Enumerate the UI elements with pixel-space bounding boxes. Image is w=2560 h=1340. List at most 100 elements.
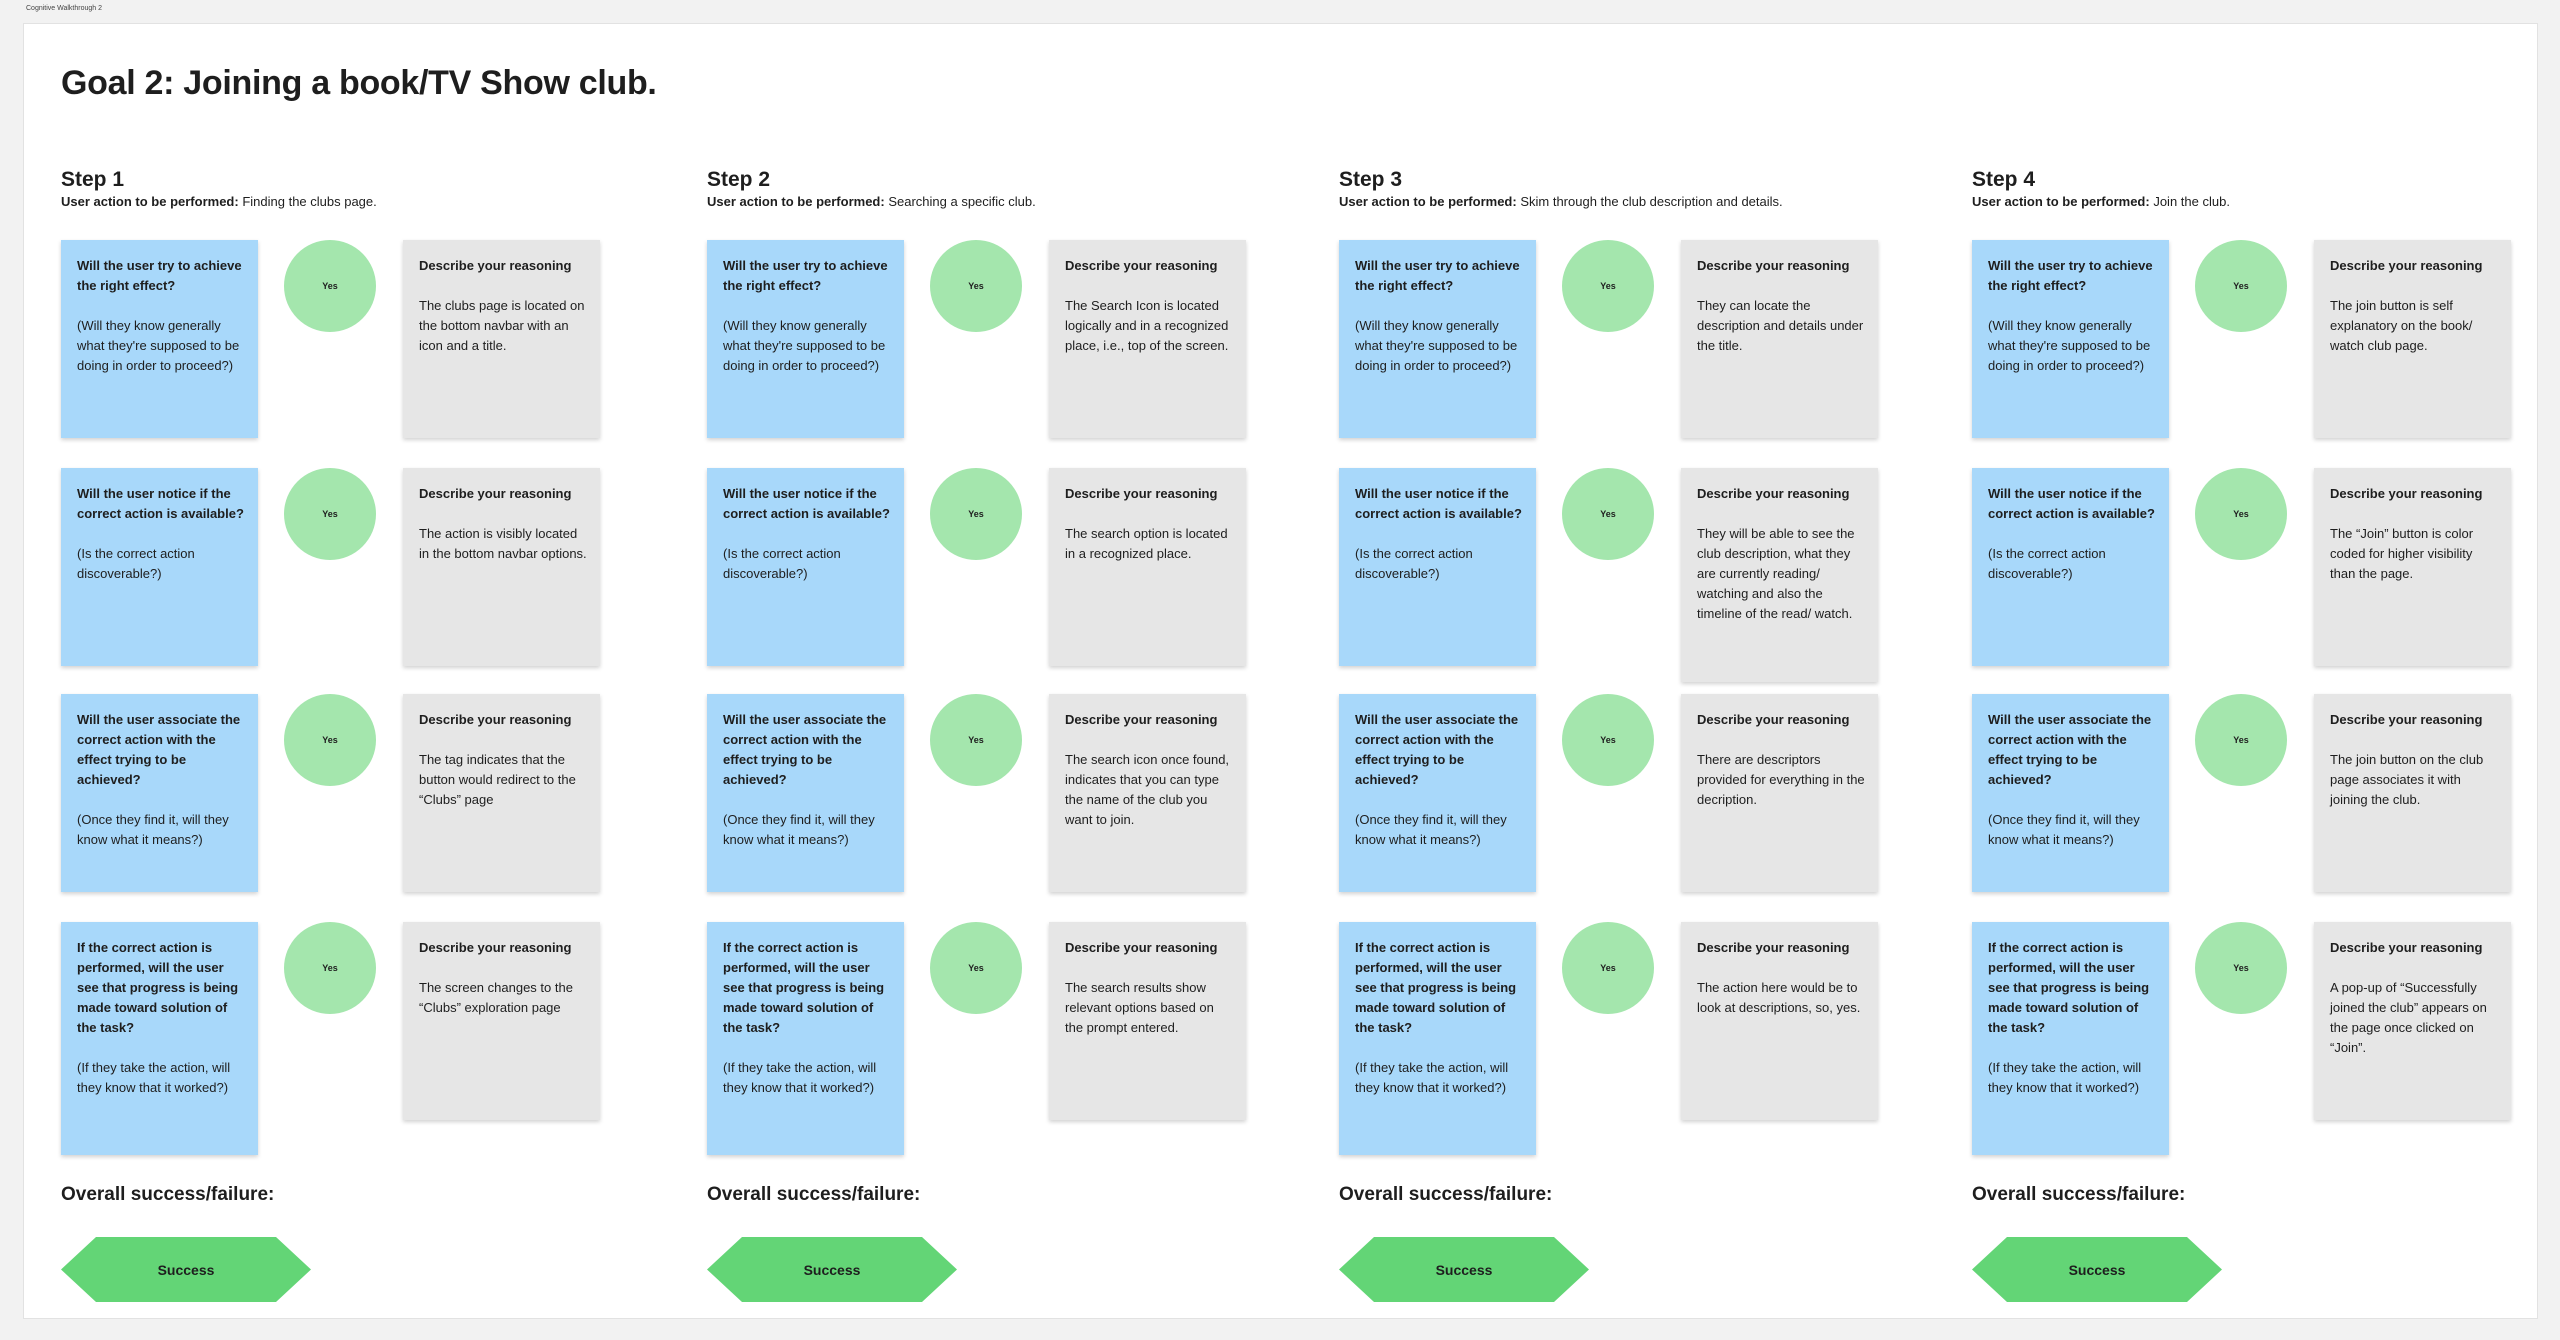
reasoning-text: They will be able to see the club descri… xyxy=(1697,526,1855,621)
reasoning-heading: Describe your reasoning xyxy=(1697,258,1850,273)
question-card: Will the user associate the correct acti… xyxy=(61,694,258,892)
reasoning-text: The search results show relevant options… xyxy=(1065,980,1214,1035)
answer-circle: Yes xyxy=(930,694,1022,786)
question-text: Will the user notice if the correct acti… xyxy=(723,486,890,521)
reasoning-heading: Describe your reasoning xyxy=(1065,486,1218,501)
question-card: Will the user notice if the correct acti… xyxy=(707,468,904,666)
reasoning-heading: Describe your reasoning xyxy=(1697,712,1850,727)
step-title: Step 4 xyxy=(1972,168,2036,191)
user-action-line: User action to be performed: Skim throug… xyxy=(1339,194,1783,209)
question-subtext: (Will they know generally what they're s… xyxy=(1355,318,1518,373)
question-text: Will the user try to achieve the right e… xyxy=(1355,258,1520,293)
question-card: Will the user try to achieve the right e… xyxy=(707,240,904,438)
question-text: Will the user associate the correct acti… xyxy=(1355,712,1519,787)
step-column-3: Step 3 User action to be performed: Skim … xyxy=(1339,144,1939,1314)
question-text: Will the user try to achieve the right e… xyxy=(77,258,242,293)
question-card: If the correct action is performed, will… xyxy=(1339,922,1536,1155)
question-text: Will the user associate the correct acti… xyxy=(723,712,887,787)
question-text: Will the user notice if the correct acti… xyxy=(77,486,244,521)
reasoning-text: The clubs page is located on the bottom … xyxy=(419,298,585,353)
reasoning-text: The screen changes to the “Clubs” explor… xyxy=(419,980,573,1015)
answer-circle: Yes xyxy=(284,694,376,786)
question-text: Will the user notice if the correct acti… xyxy=(1355,486,1522,521)
answer-circle: Yes xyxy=(1562,240,1654,332)
question-card: Will the user associate the correct acti… xyxy=(707,694,904,892)
answer-circle: Yes xyxy=(2195,922,2287,1014)
question-subtext: (Once they find it, will they know what … xyxy=(77,812,229,847)
overall-result-label: Overall success/failure: xyxy=(61,1184,275,1205)
reasoning-heading: Describe your reasoning xyxy=(1697,940,1850,955)
answer-circle: Yes xyxy=(2195,468,2287,560)
answer-circle: Yes xyxy=(1562,694,1654,786)
answer-circle: Yes xyxy=(284,240,376,332)
question-card: Will the user associate the correct acti… xyxy=(1972,694,2169,892)
question-card: Will the user try to achieve the right e… xyxy=(1339,240,1536,438)
success-badge: Success xyxy=(707,1237,957,1302)
goal-title: Goal 2: Joining a book/TV Show club. xyxy=(61,64,657,102)
reasoning-text: The “Join” button is color coded for hig… xyxy=(2330,526,2474,581)
user-action-line: User action to be performed: Join the cl… xyxy=(1972,194,2230,209)
reasoning-text: They can locate the description and deta… xyxy=(1697,298,1864,353)
user-action-label: User action to be performed: xyxy=(707,194,885,209)
user-action-label: User action to be performed: xyxy=(1339,194,1517,209)
user-action-line: User action to be performed: Searching a… xyxy=(707,194,1036,209)
question-text: Will the user associate the correct acti… xyxy=(77,712,241,787)
reasoning-heading: Describe your reasoning xyxy=(419,486,572,501)
answer-circle: Yes xyxy=(930,922,1022,1014)
question-subtext: (If they take the action, will they know… xyxy=(723,1060,877,1095)
question-text: Will the user notice if the correct acti… xyxy=(1988,486,2155,521)
question-text: If the correct action is performed, will… xyxy=(723,940,885,1035)
reasoning-heading: Describe your reasoning xyxy=(2330,486,2483,501)
user-action-text: Searching a specific club. xyxy=(888,194,1036,209)
question-card: Will the user try to achieve the right e… xyxy=(1972,240,2169,438)
reasoning-heading: Describe your reasoning xyxy=(1065,258,1218,273)
question-card: Will the user associate the correct acti… xyxy=(1339,694,1536,892)
question-subtext: (If they take the action, will they know… xyxy=(1988,1060,2142,1095)
reasoning-heading: Describe your reasoning xyxy=(419,258,572,273)
reasoning-text: There are descriptors provided for every… xyxy=(1697,752,1865,807)
question-subtext: (Once they find it, will they know what … xyxy=(1988,812,2140,847)
answer-circle: Yes xyxy=(284,468,376,560)
question-text: If the correct action is performed, will… xyxy=(1355,940,1517,1035)
walkthrough-frame: Goal 2: Joining a book/TV Show club. Ste… xyxy=(23,23,2538,1319)
question-subtext: (Is the correct action discoverable?) xyxy=(1988,546,2106,581)
frame-label: Cognitive Walkthrough 2 xyxy=(26,5,103,12)
reasoning-heading: Describe your reasoning xyxy=(419,712,572,727)
question-subtext: (Is the correct action discoverable?) xyxy=(723,546,841,581)
reasoning-heading: Describe your reasoning xyxy=(1697,486,1850,501)
reasoning-text: The action is visibly located in the bot… xyxy=(419,526,587,561)
user-action-text: Skim through the club description and de… xyxy=(1520,194,1783,209)
question-text: Will the user try to achieve the right e… xyxy=(723,258,888,293)
question-subtext: (Once they find it, will they know what … xyxy=(723,812,875,847)
question-card: Will the user notice if the correct acti… xyxy=(1339,468,1536,666)
answer-circle: Yes xyxy=(1562,468,1654,560)
step-title: Step 1 xyxy=(61,168,125,191)
reasoning-heading: Describe your reasoning xyxy=(2330,258,2483,273)
reasoning-text: The search icon once found, indicates th… xyxy=(1065,752,1230,827)
question-text: Will the user associate the correct acti… xyxy=(1988,712,2152,787)
question-card: Will the user notice if the correct acti… xyxy=(1972,468,2169,666)
reasoning-heading: Describe your reasoning xyxy=(2330,940,2483,955)
answer-circle: Yes xyxy=(2195,694,2287,786)
reasoning-heading: Describe your reasoning xyxy=(419,940,572,955)
question-subtext: (Will they know generally what they're s… xyxy=(77,318,240,373)
question-card: If the correct action is performed, will… xyxy=(1972,922,2169,1155)
reasoning-heading: Describe your reasoning xyxy=(1065,940,1218,955)
step-title: Step 3 xyxy=(1339,168,1403,191)
question-subtext: (Is the correct action discoverable?) xyxy=(77,546,195,581)
step-column-4: Step 4 User action to be performed: Join … xyxy=(1972,144,2560,1314)
question-card: If the correct action is performed, will… xyxy=(61,922,258,1155)
